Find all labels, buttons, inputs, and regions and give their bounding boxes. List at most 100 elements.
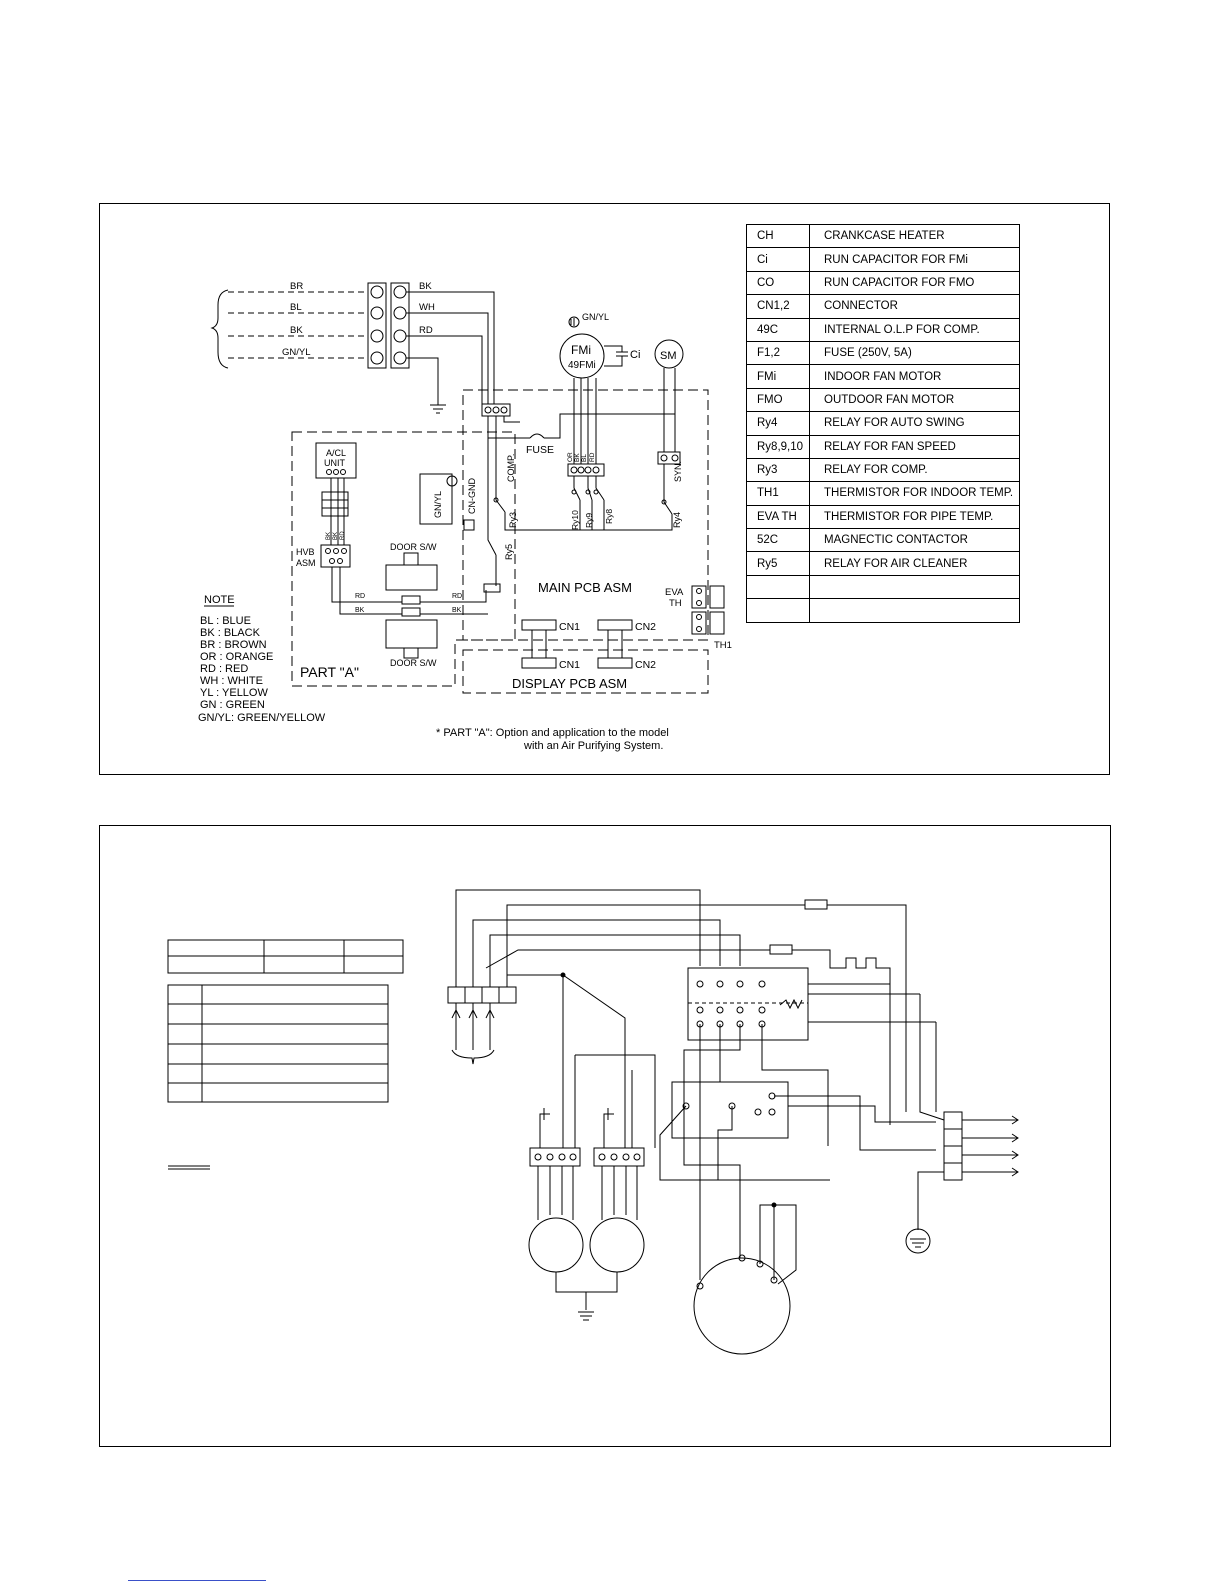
note-item-6: YL : YELLOW	[200, 687, 268, 699]
legend-description: MAGNECTIC CONTACTOR	[809, 528, 1020, 553]
legend-description: CRANKCASE HEATER	[809, 223, 1020, 249]
note-item-3: OR : ORANGE	[200, 651, 273, 663]
note-item-5: WH : WHITE	[200, 675, 263, 687]
legend-description: OUTDOOR FAN MOTOR	[809, 387, 1020, 413]
part-a-rd-right: RD	[452, 593, 462, 600]
fan-wire-bk: BK	[574, 453, 581, 462]
th1-label: TH1	[714, 640, 732, 651]
legend-description	[809, 574, 1020, 600]
eva-th-line2: TH	[669, 598, 682, 609]
part-a-label: PART "A"	[300, 664, 359, 680]
hvb-line1: HVB	[296, 547, 315, 557]
legend-code: 49C	[746, 317, 810, 342]
legend-description: INDOOR FAN MOTOR	[809, 364, 1020, 389]
relay-ry5: Ry5	[504, 544, 514, 560]
legend-code: FMi	[746, 364, 810, 389]
legend-code: Ry8,9,10	[746, 434, 810, 459]
note-item-7: GN : GREEN	[200, 699, 265, 711]
indoor-wiring-diagram	[99, 203, 1110, 775]
acl-unit-line1: A/CL	[326, 448, 346, 458]
fuse-symbol	[529, 433, 545, 439]
legend-code: Ry5	[746, 551, 810, 576]
legend-description: RELAY FOR AIR CLEANER	[809, 551, 1020, 576]
legend-description: RUN CAPACITOR FOR FMO	[809, 270, 1020, 296]
part-a-rd-left: RD	[355, 593, 365, 600]
display-pcb-label: DISPLAY PCB ASM	[512, 676, 627, 691]
legend-row	[746, 574, 1020, 600]
legend-code: CN1,2	[746, 294, 810, 319]
main-pcb-label: MAIN PCB ASM	[538, 580, 632, 595]
wire-label-bl: BL	[290, 302, 302, 313]
legend-code: Ry3	[746, 457, 810, 483]
incoming-wires	[228, 291, 368, 359]
cn1-display: CN1	[559, 659, 580, 671]
legend-code	[746, 598, 810, 623]
cn2-main: CN2	[635, 621, 656, 633]
fan-motor-label: FMi	[571, 343, 591, 357]
door-switch-label-bottom: DOOR S/W	[390, 658, 437, 668]
legend-description	[809, 598, 1020, 623]
terminal-label-wh: WH	[419, 302, 435, 313]
part-a-wire-rd: RD	[340, 531, 346, 540]
cn-gnd-connector	[463, 519, 475, 531]
acl-unit	[315, 442, 357, 479]
legend-description: RELAY FOR COMP.	[809, 457, 1020, 483]
legend-code: EVA TH	[746, 504, 810, 530]
ground-symbol	[430, 404, 446, 414]
legend-code: F1,2	[746, 340, 810, 366]
wire-label-gnyl: GN/YL	[282, 347, 311, 358]
legend-description: THERMISTOR FOR PIPE TEMP.	[809, 504, 1020, 530]
note-item-4: RD : RED	[200, 663, 248, 675]
page-footer-line	[128, 1580, 266, 1581]
part-a-outline	[291, 431, 516, 687]
indoor-fan-motor	[559, 333, 605, 379]
legend-code	[746, 574, 810, 600]
legend-description: RELAY FOR AUTO SWING	[809, 411, 1020, 436]
acl-unit-line2: UNIT	[324, 458, 345, 468]
fan-motor-olp-label: 49FMi	[568, 360, 596, 371]
cn1-main: CN1	[559, 621, 580, 633]
terminal-label-bk: BK	[419, 281, 432, 292]
part-a-bk-right: BK	[452, 607, 462, 614]
part-a-wire-bk2: BK	[333, 532, 339, 540]
fuse-label: FUSE	[526, 444, 554, 456]
part-a-bk-left: BK	[355, 607, 365, 614]
footnote-line2: with an Air Purifying System.	[523, 740, 663, 752]
door-switch-label-top: DOOR S/W	[390, 542, 437, 552]
legend-description: RELAY FOR FAN SPEED	[809, 434, 1020, 459]
fan-wire-rd: RD	[589, 452, 596, 462]
legend-description: FUSE (250V, 5A)	[809, 340, 1020, 366]
display-pcb-outline	[462, 649, 709, 694]
note-item-1: BK : BLACK	[200, 627, 261, 639]
legend-row	[746, 598, 1020, 623]
capacitor-label: Ci	[630, 349, 640, 361]
hvb-asm	[320, 544, 351, 568]
cn2-display: CN2	[635, 659, 656, 671]
legend-code: CH	[746, 223, 810, 249]
relay-ry4: Ry4	[672, 512, 682, 528]
outdoor-wiring-diagram	[99, 825, 1111, 1447]
legend-code: TH1	[746, 481, 810, 506]
note-item-2: BR : BROWN	[200, 639, 267, 651]
relay-ry8: Ry8	[604, 509, 614, 524]
fan-wire-bl: BL	[581, 454, 588, 462]
part-a-wire-bk1: BK	[326, 532, 332, 540]
outdoor-wiring-schematic	[167, 889, 1019, 1355]
ground-icon	[568, 316, 580, 328]
swing-motor-label: SM	[660, 350, 677, 362]
relay-ry3: Ry3	[508, 512, 518, 528]
